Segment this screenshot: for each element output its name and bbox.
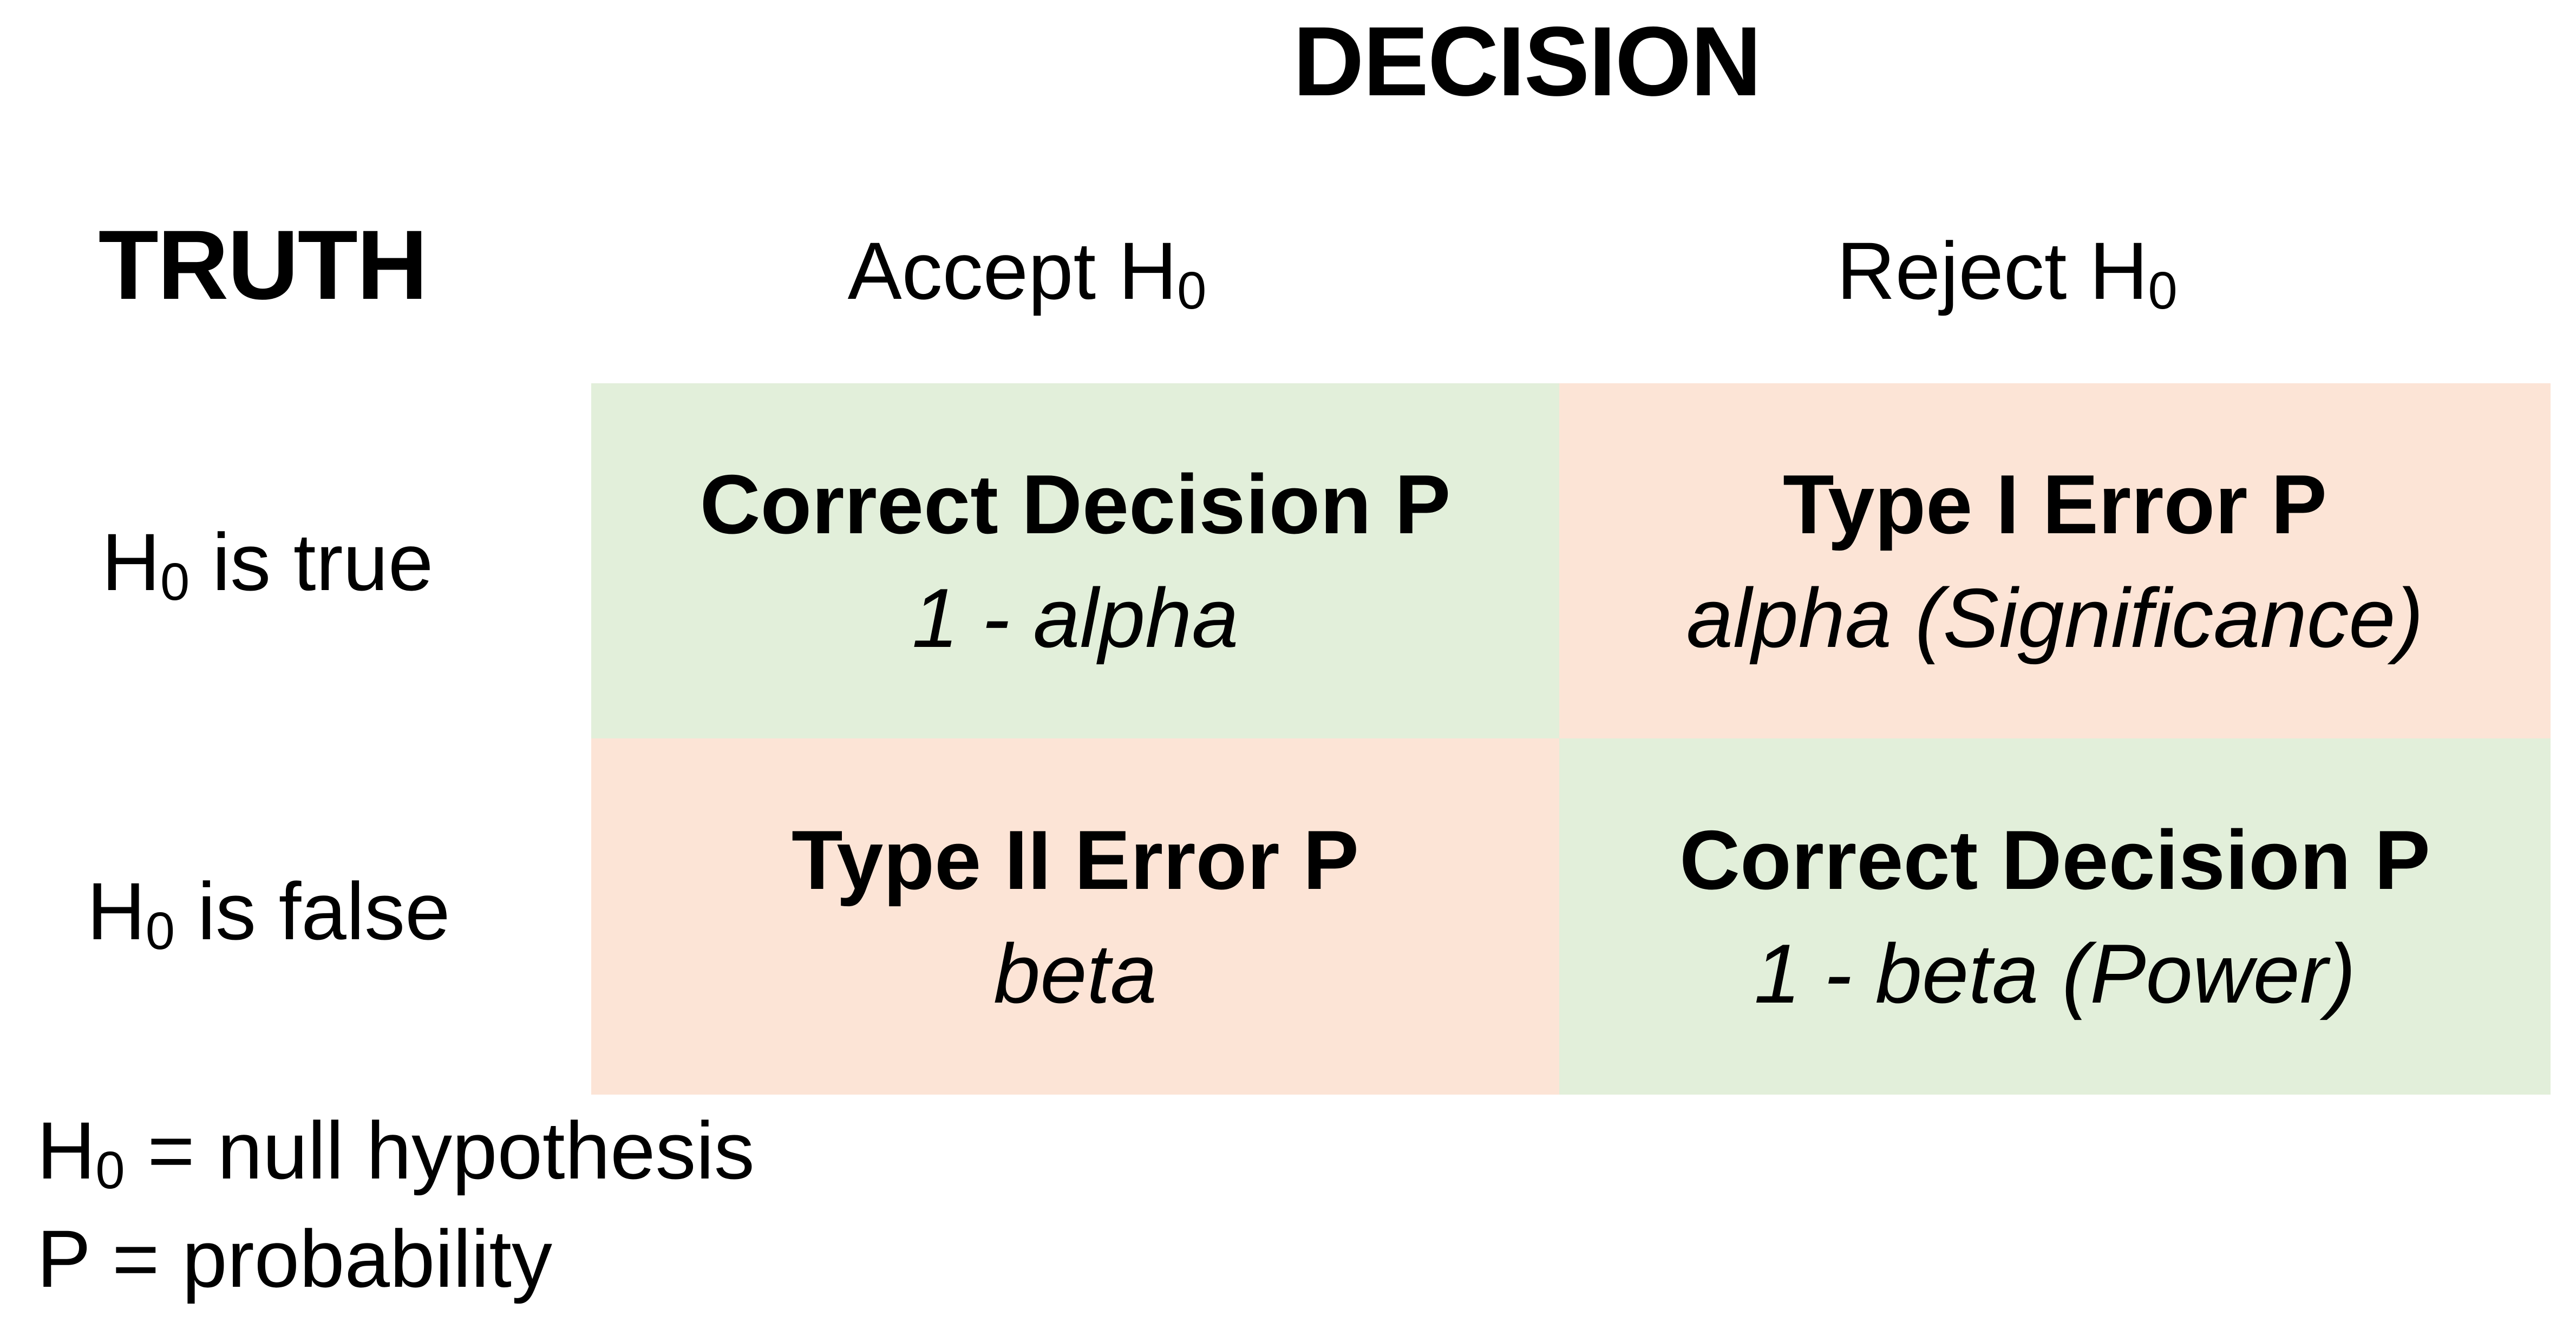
cell-title: Type I Error P [1783, 457, 2327, 551]
footnote-p-prefix: P [37, 1213, 90, 1304]
h0-subscript: 0 [160, 552, 190, 611]
cell-formula: alpha (Significance) [1686, 571, 2424, 665]
cell-type-1-error-reject-true: Type I Error P alpha (Significance) [1559, 383, 2551, 738]
h0-subscript: 0 [95, 1140, 125, 1200]
cell-formula: 1 - beta (Power) [1754, 926, 2356, 1020]
cell-correct-decision-reject-false: Correct Decision P 1 - beta (Power) [1559, 738, 2551, 1095]
cell-type-2-error-accept-false: Type II Error P beta [591, 738, 1559, 1095]
footnote-probability: P = probability [37, 1218, 552, 1299]
decision-axis-title: DECISION [1293, 6, 1762, 116]
column-header-accept-h0: Accept H0 [848, 230, 1207, 317]
cell-title: Type II Error P [792, 813, 1359, 907]
row-label-false-prefix: H [87, 866, 146, 957]
row-label-true-prefix: H [101, 516, 160, 607]
column-header-reject-h0: Reject H0 [1836, 230, 2177, 317]
footnote-h-prefix: H [37, 1105, 96, 1196]
truth-axis-title: TRUTH [98, 210, 428, 320]
column-header-reject-text: Reject H [1836, 225, 2148, 316]
cell-title: Correct Decision P [699, 457, 1451, 551]
row-label-true-suffix: is true [189, 516, 434, 607]
column-header-accept-text: Accept H [847, 225, 1178, 316]
row-label-h0-is-false: H0 is false [87, 870, 450, 957]
matrix-grid: Correct Decision P 1 - alpha Type I Erro… [591, 383, 2551, 1095]
cell-correct-decision-accept-true: Correct Decision P 1 - alpha [591, 383, 1559, 738]
footnote-p-suffix: = probability [89, 1213, 553, 1304]
h0-subscript: 0 [1177, 260, 1207, 320]
footnote-h-suffix: = null hypothesis [125, 1105, 755, 1196]
footnote-null-hypothesis: H0 = null hypothesis [37, 1110, 755, 1196]
cell-title: Correct Decision P [1679, 813, 2430, 907]
h0-subscript: 0 [2148, 260, 2178, 320]
cell-formula: 1 - alpha [912, 571, 1239, 665]
h0-subscript: 0 [145, 901, 175, 960]
row-label-h0-is-true: H0 is true [102, 521, 434, 608]
cell-formula: beta [993, 926, 1157, 1020]
row-label-false-suffix: is false [175, 866, 450, 957]
